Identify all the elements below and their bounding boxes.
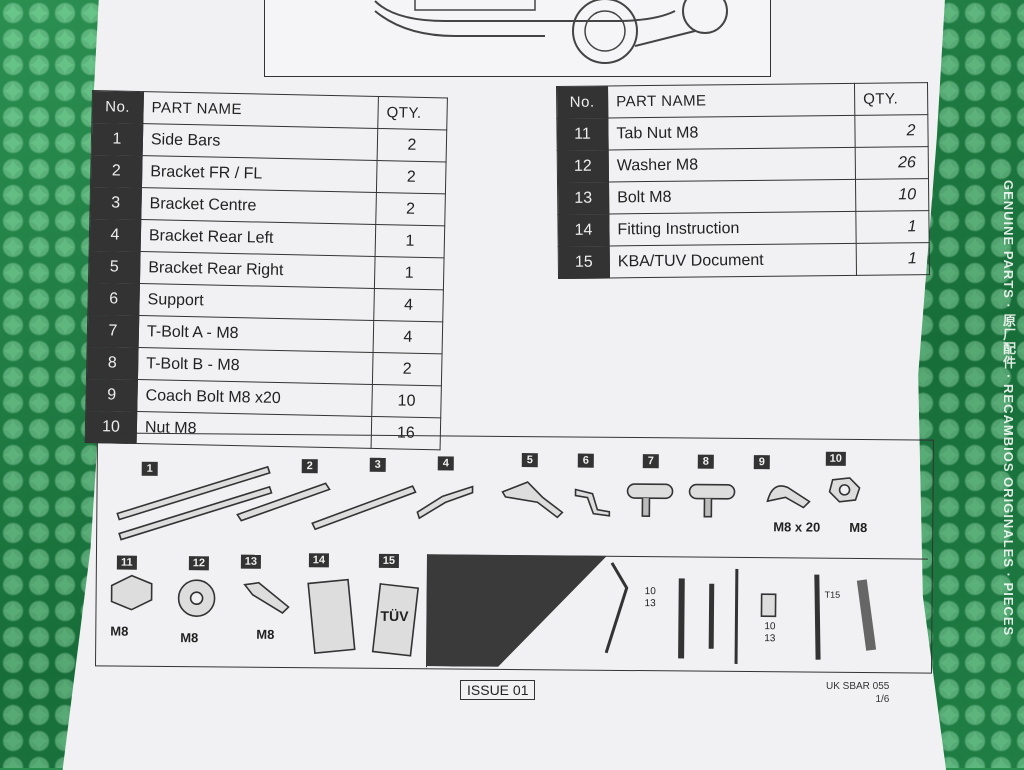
part-number-badge: 9 [753,455,770,470]
part-qty: 4 [373,320,443,354]
page-number: 1/6 [875,694,890,705]
part-number-badge: 3 [369,457,386,472]
document-reference: UK SBAR 055 1/6 [826,680,889,706]
car-illustration-box [264,0,771,77]
part-number-badge: 4 [437,456,454,471]
part-name: KBA/TUV Document [609,243,857,278]
part-number: 9 [85,378,138,412]
part-name: Bracket Rear Right [139,251,376,289]
part-number: 11 [556,117,609,151]
socket-sizes: 10 13 [764,621,776,645]
part-qty: 10 [371,384,442,418]
part-name: Bracket FR / FL [141,155,378,193]
parts-drawing [110,465,877,664]
col-header-no: No. [91,90,144,124]
part-number-badge: 6 [577,453,594,468]
part-name: Bracket Rear Left [140,219,376,257]
part-number: 4 [89,218,141,252]
part-qty: 10 [855,178,929,212]
part-name: Side Bars [142,123,378,161]
part-qty: 2 [854,114,929,148]
part-name: T-Bolt B - M8 [137,347,374,385]
torx-size: T15 [824,589,841,600]
part-number: 13 [557,181,609,215]
part-number: 3 [89,186,142,220]
part-number-badge: 11 [116,555,137,570]
part-qty: 26 [855,146,929,180]
car-front-illustration [374,0,728,64]
side-bar-drawing [118,485,273,541]
part-name: T-Bolt A - M8 [138,315,374,353]
col-header-qty: QTY. [377,96,448,130]
side-bar-drawing [116,465,271,521]
part-number-badge: 15 [378,553,399,568]
part-name: Support [138,283,375,321]
part-name: Bolt M8 [608,179,856,214]
part-number: 15 [558,245,610,279]
reference-code: UK SBAR 055 [826,681,890,692]
part-number-badge: 8 [697,454,714,469]
parts-diagram: 1 2 3 4 5 6 7 8 9 10 M8 x 20 M8 11 12 13… [94,432,935,674]
col-header-qty: QTY. [854,82,928,116]
part-number-badge: 12 [188,556,209,571]
part-10-label: M8 [849,519,868,536]
part-12-label: M8 [180,630,199,646]
part-number-badge: 2 [301,459,318,474]
part-name: Tab Nut M8 [607,115,856,150]
col-header-part-name: PART NAME [142,91,379,129]
part-9-label: M8 x 20 [773,519,821,535]
part-qty: 2 [375,192,446,226]
part-qty: 2 [377,128,447,162]
issue-label: ISSUE 01 [460,680,536,700]
part-number: 12 [557,149,609,183]
part-number: 2 [90,154,143,188]
part-number-badge: 13 [240,554,261,569]
part-number: 5 [88,250,141,284]
col-header-part-name: PART NAME [607,83,855,118]
part-name: Washer M8 [608,147,856,182]
part-qty: 1 [855,210,930,244]
tuv-label: TÜV [380,607,409,625]
part-number: 8 [86,346,139,380]
part-number-badge: 5 [521,453,538,468]
part-name: Bracket Centre [140,187,377,225]
part-qty: 2 [376,160,447,194]
part-qty: 1 [856,242,930,276]
part-13-label: M8 [256,626,275,642]
part-name: Fitting Instruction [608,211,857,246]
part-qty: 2 [372,352,443,386]
part-number: 14 [557,213,610,247]
part-number: 1 [91,122,143,156]
part-name: Coach Bolt M8 x20 [136,379,373,417]
part-qty: 1 [375,224,445,258]
col-header-no: No. [556,85,608,119]
part-number-badge: 1 [141,461,158,476]
part-number-badge: 10 [825,451,846,466]
part-number: 6 [87,282,140,316]
part-number-badge: 7 [642,454,659,469]
part-11-label: M8 [110,623,129,639]
part-qty: 4 [373,288,444,322]
part-number: 7 [87,314,139,348]
bubble-wrap-print: GENUINE PARTS · 原厂配件 · RECAMBIOS ORIGINA… [1001,180,1016,637]
spanner-sizes: 10 13 [644,586,656,610]
part-number-badge: 14 [308,553,329,568]
part-qty: 1 [374,256,445,290]
